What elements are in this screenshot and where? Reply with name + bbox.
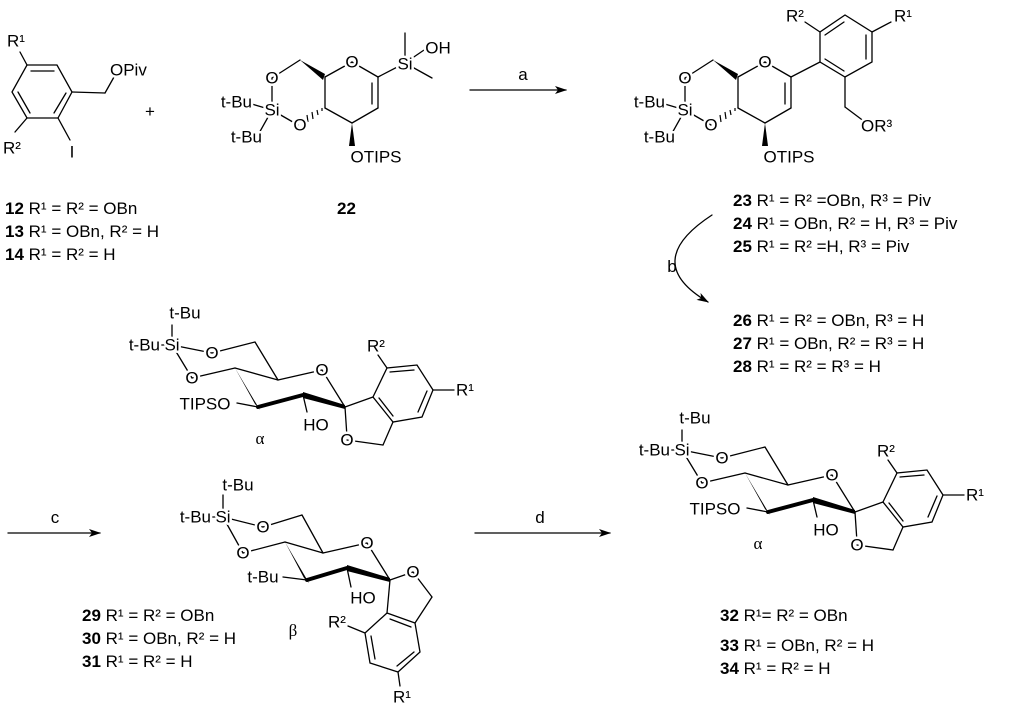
atom-o: O	[256, 518, 269, 537]
condition-d: d	[535, 508, 544, 527]
compound-label-30: 30 R¹ = OBn, R² = H	[82, 629, 236, 648]
compound-label-23: 23 R¹ = R² =OBn, R³ = Piv	[733, 191, 931, 210]
atom-r1: R¹	[393, 688, 411, 707]
structure-23: O Si O O t-Bu t-Bu OTIPS R² R¹ OR³	[631, 4, 914, 169]
atom-o: O	[678, 69, 691, 88]
atom-tbu: t-Bu	[679, 409, 710, 428]
atom-tbu: t-Bu	[221, 93, 252, 112]
atom-o: O	[340, 431, 353, 450]
atom-otips: OTIPS	[763, 148, 814, 167]
atom-r2: R²	[367, 337, 385, 356]
atom-o: O	[293, 116, 306, 135]
reaction-arrow-b	[674, 214, 713, 303]
atom-tbu: t-Bu	[231, 128, 262, 147]
atom-tipso: TIPSO	[689, 500, 740, 519]
atom-or3: OR³	[861, 117, 893, 136]
atom-o: O	[704, 116, 717, 135]
atom-ring-o: O	[825, 466, 838, 485]
atom-r1: R¹	[456, 381, 474, 400]
atom-ho: HO	[303, 416, 329, 435]
atom-tbu: t-Bu	[180, 508, 211, 527]
atom-si: Si	[674, 441, 689, 460]
compound-label-33: 33 R¹ = OBn, R² = H	[720, 636, 874, 655]
atom-si: Si	[397, 55, 412, 74]
compound-label-26: 26 R¹ = R² = OBn, R³ = H	[733, 311, 924, 330]
atom-r2: R²	[877, 442, 895, 461]
condition-c: c	[51, 508, 60, 527]
compound-label-34: 34 R¹ = R² = H	[720, 659, 831, 678]
atom-o: O	[406, 563, 419, 582]
alpha-label: α	[256, 429, 265, 448]
alpha-label: α	[754, 534, 763, 553]
structure-aryl-iodide: R¹ OPiv I R²	[1, 29, 150, 164]
compound-label-13: 13 R¹ = OBn, R² = H	[5, 222, 159, 241]
atom-tbu: t-Bu	[634, 93, 665, 112]
atom-o: O	[205, 344, 218, 363]
atom-ring-o: O	[360, 534, 373, 553]
compound-label-12: 12 R¹ = R² = OBn	[5, 199, 137, 218]
atom-o: O	[715, 449, 728, 468]
structure-22: O Si O O t-Bu t-Bu OTIPS Si OH	[218, 32, 453, 169]
atom-ho: HO	[813, 521, 839, 540]
atom-oh: OH	[425, 39, 451, 58]
compound-label-14: 14 R¹ = R² = H	[5, 245, 116, 264]
structure-alpha-product: t-Bu t-Bu Si O O O TIPSO HO O R² R¹ α	[636, 406, 986, 557]
atom-tbu: t-Bu	[169, 304, 200, 323]
atom-si: Si	[264, 101, 279, 120]
atom-o: O	[236, 544, 249, 563]
atom-si: Si	[677, 101, 692, 120]
atom-r2: R²	[328, 613, 346, 632]
compound-label-28: 28 R¹ = R² = R³ = H	[733, 357, 881, 376]
atom-ring-o: O	[345, 53, 358, 72]
condition-a: a	[518, 65, 528, 84]
compound-label-32: 32 R¹= R² = OBn	[720, 606, 848, 625]
atom-o: O	[185, 369, 198, 388]
atom-r2: R²	[3, 139, 21, 158]
atom-iodine: I	[70, 143, 75, 162]
atom-opiv: OPiv	[110, 61, 147, 80]
condition-b: b	[667, 257, 676, 276]
atom-tbu: t-Bu	[247, 568, 278, 587]
atom-r1: R¹	[7, 32, 25, 51]
atom-si: Si	[215, 508, 230, 527]
beta-label: β	[289, 621, 298, 640]
atom-r2: R²	[786, 7, 804, 26]
compound-label-22: 22	[337, 199, 356, 218]
atom-tbu: t-Bu	[222, 476, 253, 495]
compound-label-24: 24 R¹ = OBn, R² = H, R³ = Piv	[733, 214, 958, 233]
compound-label-29: 29 R¹ = R² = OBn	[82, 606, 214, 625]
atom-tbu: t-Bu	[644, 128, 675, 147]
atom-si: Si	[164, 336, 179, 355]
atom-tbu: t-Bu	[129, 336, 160, 355]
atom-otips: OTIPS	[350, 148, 401, 167]
atom-o: O	[850, 536, 863, 555]
atom-o: O	[265, 69, 278, 88]
atom-tbu: t-Bu	[639, 441, 670, 460]
compound-label-31: 31 R¹ = R² = H	[82, 652, 193, 671]
atom-ring-o: O	[315, 361, 328, 380]
atom-tipso: TIPSO	[179, 395, 230, 414]
compound-label-27: 27 R¹ = OBn, R² = R³ = H	[733, 334, 924, 353]
compound-label-25: 25 R¹ = R² =H, R³ = Piv	[733, 237, 910, 256]
atom-r1: R¹	[966, 486, 984, 505]
plus-sign: +	[145, 102, 155, 121]
atom-ring-o: O	[758, 53, 771, 72]
atom-r1: R¹	[894, 7, 912, 26]
atom-ho: HO	[350, 589, 376, 608]
structure-beta-anomer: t-Bu t-Bu Si O O O t-Bu HO O R² R¹ β	[177, 473, 433, 709]
atom-o: O	[695, 474, 708, 493]
structure-alpha-anomer: t-Bu t-Bu Si O O O TIPSO HO O R² R¹ α	[126, 301, 476, 452]
